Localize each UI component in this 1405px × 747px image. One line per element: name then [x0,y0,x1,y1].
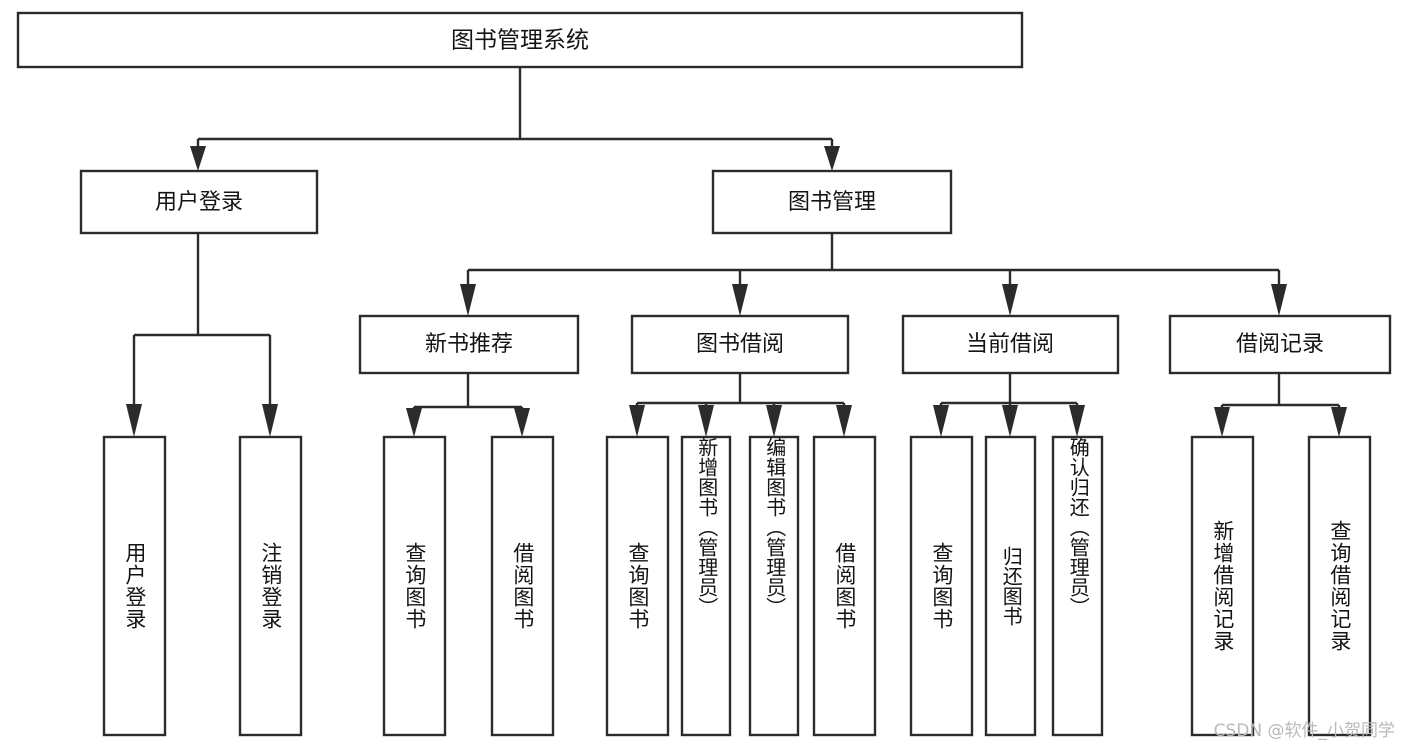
node-book-borrow-label: 图书借阅 [696,332,784,357]
node-book-borrow-box[interactable] [630,314,850,375]
node-root[interactable]: 图书管理系统 [16,11,1024,69]
node-user-login-box[interactable] [79,169,319,235]
node-leaf-query-book-1-box[interactable] [382,435,447,737]
arrow-head-leaf-query-record [1331,407,1347,437]
node-user-login-label: 用户登录 [155,190,243,215]
arrow-head-leaf-borrow-book-1 [514,408,530,437]
arrow-head-leaf-borrow-book-2 [836,405,852,437]
node-leaf-query-record-box[interactable] [1307,435,1372,737]
node-current-borrow-label: 当前借阅 [966,332,1054,357]
node-borrow-record-box[interactable] [1168,314,1392,375]
arrow-head-user-login [190,146,206,171]
arrow-head-leaf-add-book [698,405,714,437]
node-new-book-recommend-box[interactable] [358,314,580,375]
arrow-head-new-book-recommend [460,284,476,316]
arrow-head-leaf-query-book-2 [629,405,645,437]
node-leaf-query-book-3-box[interactable] [909,435,974,737]
node-user-login[interactable]: 用户登录 [79,169,319,235]
node-book-manage-box[interactable] [711,169,953,235]
arrow-head-leaf-return-book [1002,405,1018,437]
arrow-head-leaf-logout-login [262,404,278,437]
arrow-head-borrow-record [1271,284,1287,316]
node-current-borrow[interactable]: 当前借阅 [901,314,1120,375]
node-book-manage[interactable]: 图书管理 [711,169,953,235]
node-leaf-logout-login-box[interactable] [238,435,303,737]
node-leaf-borrow-book-2-box[interactable] [812,435,877,737]
node-leaf-borrow-book-1-box[interactable] [490,435,555,737]
node-leaf-confirm-return-box[interactable] [1051,435,1104,737]
node-leaf-add-book-box[interactable] [680,435,732,737]
arrow-head-leaf-add-record [1214,407,1230,437]
node-root-box[interactable] [16,11,1024,69]
node-leaf-return-book-box[interactable] [984,435,1037,737]
leaf-box-layer [102,435,1372,737]
node-leaf-add-record-box[interactable] [1190,435,1255,737]
arrow-head-leaf-query-book-1 [406,408,422,437]
node-leaf-query-book-2-box[interactable] [605,435,670,737]
arrow-head-leaf-query-book-3 [933,405,949,437]
node-borrow-record-label: 借阅记录 [1236,332,1324,357]
node-new-book-recommend[interactable]: 新书推荐 [358,314,580,375]
node-leaf-user-login-box[interactable] [102,435,167,737]
arrow-head-book-borrow [732,284,748,316]
node-borrow-record[interactable]: 借阅记录 [1168,314,1392,375]
node-book-manage-label: 图书管理 [788,190,876,215]
node-book-borrow[interactable]: 图书借阅 [630,314,850,375]
node-current-borrow-box[interactable] [901,314,1120,375]
arrow-head-current-borrow [1002,284,1018,316]
arrow-head-leaf-confirm-return [1069,405,1085,437]
node-leaf-edit-book-box[interactable] [748,435,800,737]
node-root-label: 图书管理系统 [451,28,589,54]
node-new-book-recommend-label: 新书推荐 [425,332,513,357]
connector-layer [126,67,1347,437]
arrow-head-leaf-user-login [126,404,142,437]
arrow-head-book-manage [824,146,840,171]
arrow-head-leaf-edit-book [766,405,782,437]
